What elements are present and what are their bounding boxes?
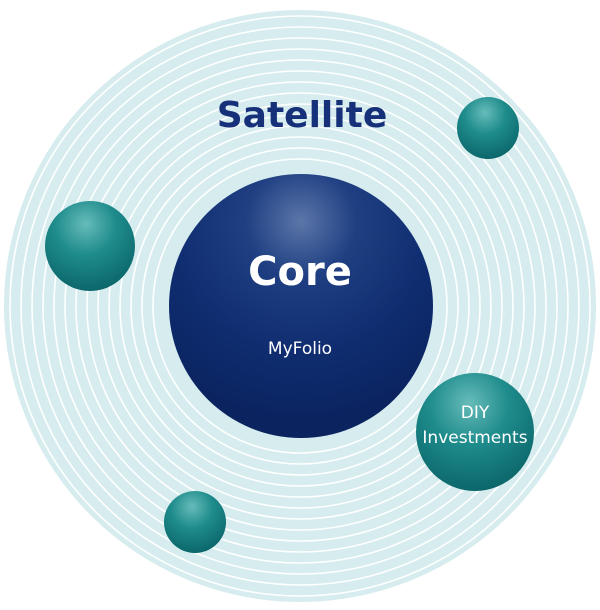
diy-label-line1: DIY: [461, 403, 490, 423]
ring-line: [75, 81, 525, 531]
ring-line: [9, 15, 591, 597]
diy-label-line2: Investments: [422, 428, 527, 448]
core-circle: [169, 174, 433, 438]
ring-line: [20, 26, 580, 586]
ring-line: [42, 48, 558, 564]
ring-line: [86, 92, 514, 520]
ring-line: [141, 147, 459, 465]
ring-line: [31, 37, 569, 575]
ring-line: [97, 103, 503, 509]
satellite-label: Satellite: [217, 95, 388, 136]
satellite-top-right: [457, 97, 519, 159]
satellite-bottom-left: [164, 491, 226, 553]
ring-line: [119, 125, 481, 487]
ring-line: [64, 70, 536, 542]
core-subtitle: MyFolio: [268, 339, 332, 359]
ring-line: [53, 59, 547, 553]
satellite-left: [45, 201, 135, 291]
ring-line: [130, 136, 470, 476]
core-title: Core: [248, 249, 352, 295]
satellite-diy-investments: [416, 373, 534, 491]
ring-line: [152, 158, 448, 454]
concentric-rings: [9, 15, 591, 597]
ring-line: [108, 114, 492, 498]
